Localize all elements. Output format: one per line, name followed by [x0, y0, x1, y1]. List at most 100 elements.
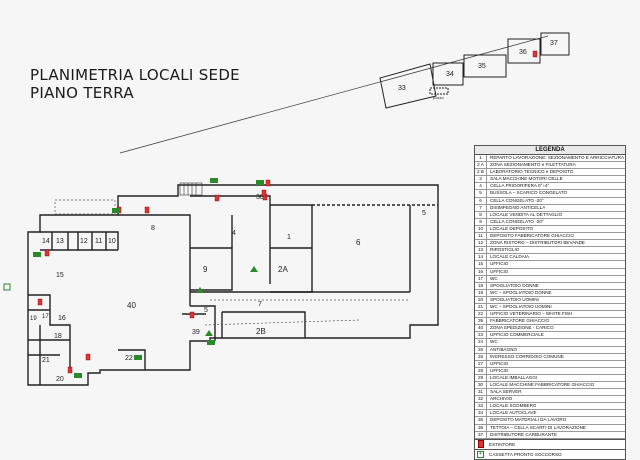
room-label-8: 8: [151, 225, 155, 232]
legend-row-number: 35: [475, 417, 487, 424]
legend-row-text: CELLA CONGELATO -20°: [490, 197, 544, 203]
legend-row-number: 7: [475, 204, 487, 211]
pozzo-label: pozzo: [433, 95, 444, 100]
legend-row-number: 26: [475, 353, 487, 360]
legend-row-text: CELLA FRIGORIFERA 0°÷4°: [490, 183, 550, 189]
legend-row-number: 31: [475, 389, 487, 396]
legend-row-number: 16: [475, 268, 487, 275]
legend-row-number: 30: [475, 382, 487, 389]
legend-row-number: 10: [475, 225, 487, 233]
legend-row-text: RIPOSTIGLIO: [490, 247, 520, 253]
legend-row-number: 34: [475, 410, 487, 417]
legend-row-text: DISIMPEGNO ANTICELLA: [490, 204, 546, 210]
legend-row-number: 29: [475, 374, 487, 381]
room-label-14: 14: [42, 238, 50, 245]
legend-row-number: 21: [475, 303, 487, 311]
room-label-1: 1: [287, 234, 291, 241]
legend-row-text: UFFICIO: [490, 367, 509, 373]
room-label-21: 21: [42, 357, 50, 364]
room-label-18: 18: [54, 333, 62, 340]
legend-row-number: 37: [475, 431, 487, 438]
legend-row-number: 24: [475, 339, 487, 346]
room-label-40: 40: [127, 301, 136, 310]
legend-row-number: 39: [475, 318, 487, 325]
room-label-10: 10: [108, 238, 116, 245]
legend-row-number: 40: [475, 325, 487, 332]
dashed-areas: [54, 199, 410, 326]
legend-row-number: 11: [475, 233, 487, 240]
legend-row-number: 13: [475, 247, 487, 254]
legend-symbol-first-aid: + CASSETTA PRONTO SOCCORSO: [475, 448, 625, 459]
room-label-16: 16: [58, 315, 66, 322]
legend-row-text: UFFICIO: [490, 268, 509, 274]
legend-row-number: 2 B: [475, 169, 487, 176]
legend-row-text: WC: [490, 339, 498, 345]
legend-row-text: UFFICIO: [490, 360, 509, 366]
room-label-11: 11: [95, 238, 102, 245]
room-label-36: 36: [519, 49, 527, 56]
legend-row-number: 25: [475, 346, 487, 353]
room-label-2B: 2B: [256, 327, 266, 336]
legend-row-text: LOCALE DEPOSITO: [490, 225, 534, 231]
room-label-5a: 5: [422, 210, 426, 217]
legend-row-number: 23: [475, 332, 487, 339]
legend-row-text: LABORATORIO TECNICO e DEPOSITO: [490, 169, 574, 175]
legend-row-text: ZONA RISTORO – DISTRIBUTORI BEVANDE: [490, 240, 585, 246]
legend-row-number: 14: [475, 254, 487, 261]
room-label-33: 33: [398, 85, 406, 92]
room-label-20: 20: [56, 376, 64, 383]
room-label-6: 6: [356, 238, 361, 247]
boundary-line: [119, 35, 549, 154]
legend-row-text: UFFICIO COMMERCIALE: [490, 332, 544, 338]
exit-sign-icon: [3, 178, 264, 378]
legend-row-number: 33: [475, 403, 487, 410]
legend-row-text: WC: [490, 275, 498, 281]
legend-row-text: ANTIBAGNO: [490, 346, 518, 352]
legend-row-text: SPOGLIATOIO DONNE: [490, 282, 539, 288]
room-label-9: 9: [203, 265, 208, 274]
legend-row-text: CELLA CONGELATO -20°: [490, 218, 544, 224]
extinguisher-icon: [477, 440, 484, 449]
legend-row-number: 5: [475, 190, 487, 197]
legend-row-number: 2 A: [475, 162, 487, 169]
legend-row-text: LOCALE VENDITA AL DETTAGLIO: [490, 211, 563, 217]
page-title-line2: PIANO TERRA: [30, 84, 134, 102]
legend-row-number: 27: [475, 360, 487, 367]
legend-row-text: INGRESSO CORRIDOIO COMUNE: [490, 353, 564, 359]
legend-row-text: LOCALE SGOMBERO: [490, 403, 537, 409]
room-label-13: 13: [56, 238, 64, 245]
legend-row-number: 20: [475, 296, 487, 303]
legend-row-number: 22: [475, 311, 487, 318]
legend-row-text: ARCHIVIO: [490, 396, 513, 402]
legend-row-text: LOCALE AUTOCLAVE: [490, 410, 537, 416]
room-label-35: 35: [478, 63, 486, 70]
room-label-4: 4: [232, 230, 236, 237]
